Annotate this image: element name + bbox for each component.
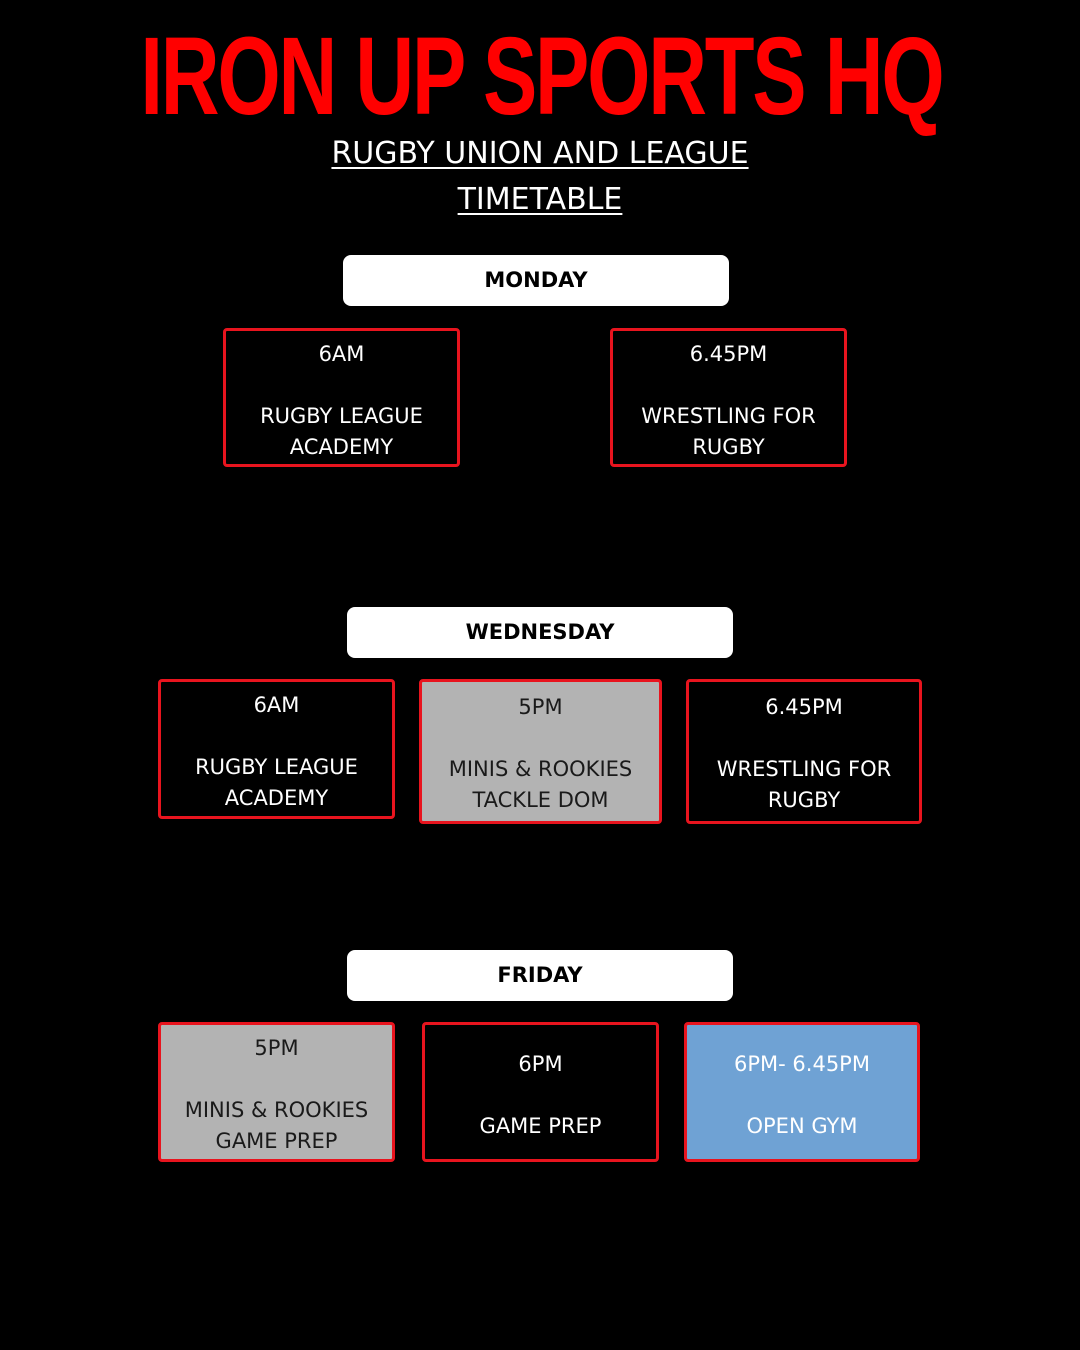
- session-class: RUGBY LEAGUE ACADEMY: [260, 404, 423, 459]
- session-class: RUGBY LEAGUE ACADEMY: [195, 755, 358, 810]
- session-card: 6PM- 6.45PM OPEN GYM: [684, 1022, 920, 1162]
- session-card: 6.45PM WRESTLING FOR RUGBY: [686, 679, 922, 824]
- session-class: MINIS & ROOKIES GAME PREP: [184, 1098, 369, 1153]
- session-time: 6AM: [318, 342, 365, 366]
- session-time: 6PM- 6.45PM: [734, 1052, 870, 1076]
- session-card: 6.45PM WRESTLING FOR RUGBY: [610, 328, 847, 467]
- session-time: 5PM: [518, 695, 563, 719]
- session-card: 6PM GAME PREP: [422, 1022, 659, 1162]
- session-class: WRESTLING FOR RUGBY: [641, 404, 816, 459]
- session-card: 5PM MINIS & ROOKIES GAME PREP: [158, 1022, 395, 1162]
- session-class: OPEN GYM: [746, 1114, 858, 1138]
- session-class: WRESTLING FOR RUGBY: [716, 757, 892, 812]
- day-header-wednesday: WEDNESDAY: [347, 607, 733, 658]
- session-class: MINIS & ROOKIES TACKLE DOM: [448, 757, 633, 812]
- session-time: 5PM: [254, 1036, 299, 1060]
- subtitle-line-1: RUGBY UNION AND LEAGUE: [331, 136, 749, 171]
- session-time: 6AM: [253, 693, 300, 717]
- session-card: 6AM RUGBY LEAGUE ACADEMY: [158, 679, 395, 819]
- session-class: GAME PREP: [479, 1114, 602, 1138]
- session-time: 6.45PM: [689, 342, 768, 366]
- session-time: 6PM: [518, 1052, 563, 1076]
- subtitle-line-2: TIMETABLE: [457, 182, 623, 217]
- session-time: 6.45PM: [765, 695, 843, 719]
- session-card: 6AM RUGBY LEAGUE ACADEMY: [223, 328, 460, 467]
- session-card: 5PM MINIS & ROOKIES TACKLE DOM: [419, 679, 662, 824]
- day-header-friday: FRIDAY: [347, 950, 733, 1001]
- page-title: IRON UP SPORTS HQ: [140, 15, 944, 138]
- day-header-monday: MONDAY: [343, 255, 729, 306]
